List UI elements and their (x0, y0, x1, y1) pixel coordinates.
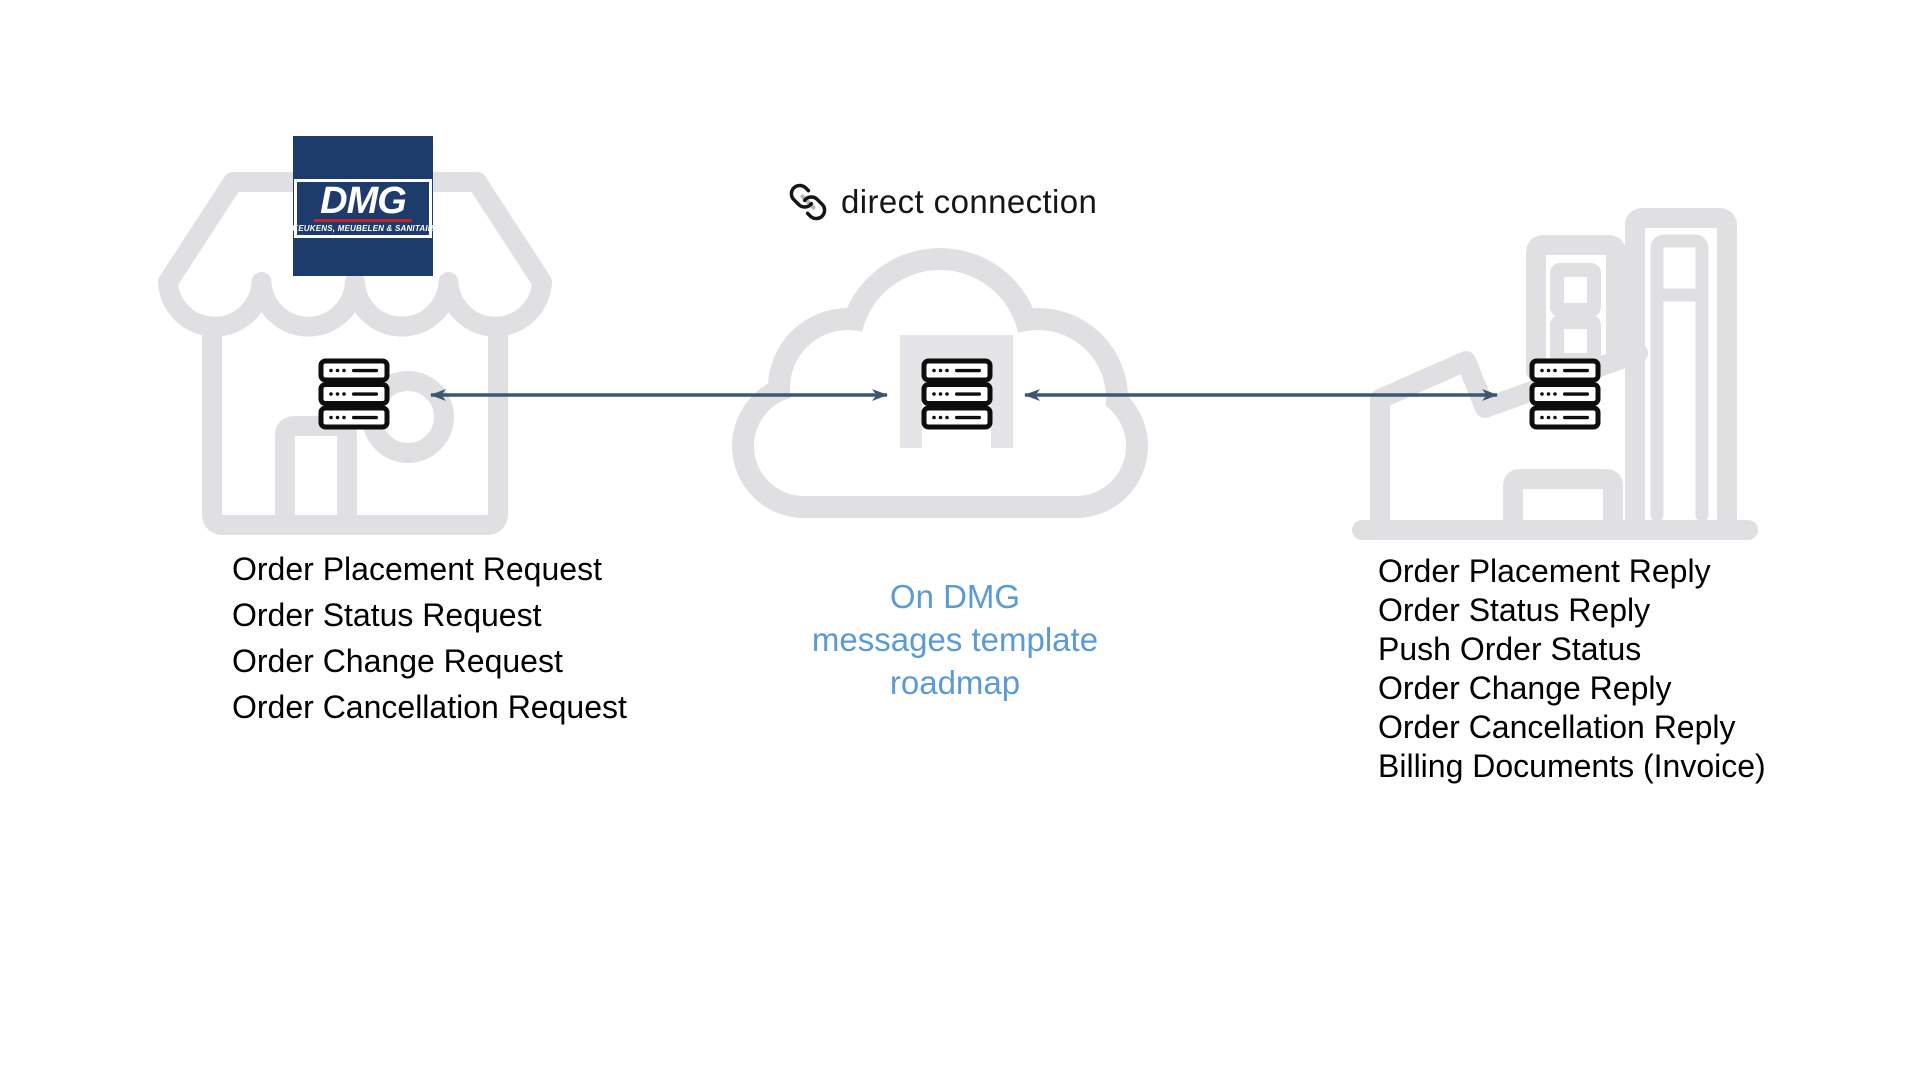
roadmap-caption: On DMG messages template roadmap (745, 575, 1165, 704)
store-message-list: Order Placement Request Order Status Req… (232, 546, 627, 730)
list-item: Order Placement Request (232, 551, 602, 587)
caption-line: messages template (811, 621, 1099, 658)
caption-line: On DMG (889, 578, 1021, 615)
list-item: Order Placement Reply (1378, 553, 1711, 589)
list-item: Order Change Request (232, 643, 563, 679)
server-stack-icon (318, 358, 390, 430)
dmg-logo-tagline: KEUKENS, MEUBELEN & SANITAIR (292, 223, 434, 233)
list-item: Order Cancellation Reply (1378, 709, 1736, 745)
factory-message-list: Order Placement Reply Order Status Reply… (1378, 552, 1766, 786)
caption-line: roadmap (889, 664, 1021, 701)
dmg-logo-band: DMG KEUKENS, MEUBELEN & SANITAIR (292, 179, 434, 238)
list-item: Order Status Reply (1378, 592, 1651, 628)
direct-connection-label: direct connection (841, 183, 1098, 220)
direct-connection-heading: direct connection (788, 180, 1097, 224)
list-item: Order Cancellation Request (232, 689, 627, 725)
dmg-logo-red-rule (314, 218, 412, 222)
list-item: Order Change Reply (1378, 670, 1672, 706)
list-item: Order Status Request (232, 597, 542, 633)
dmg-logo-wordmark: DMG (320, 179, 407, 222)
server-stack-icon (1529, 358, 1601, 430)
list-item: Push Order Status (1378, 631, 1642, 667)
list-item: Billing Documents (Invoice) (1378, 748, 1766, 784)
link-icon (789, 183, 827, 221)
dmg-logo: DMG KEUKENS, MEUBELEN & SANITAIR (292, 136, 434, 276)
server-stack-icon (921, 358, 993, 430)
